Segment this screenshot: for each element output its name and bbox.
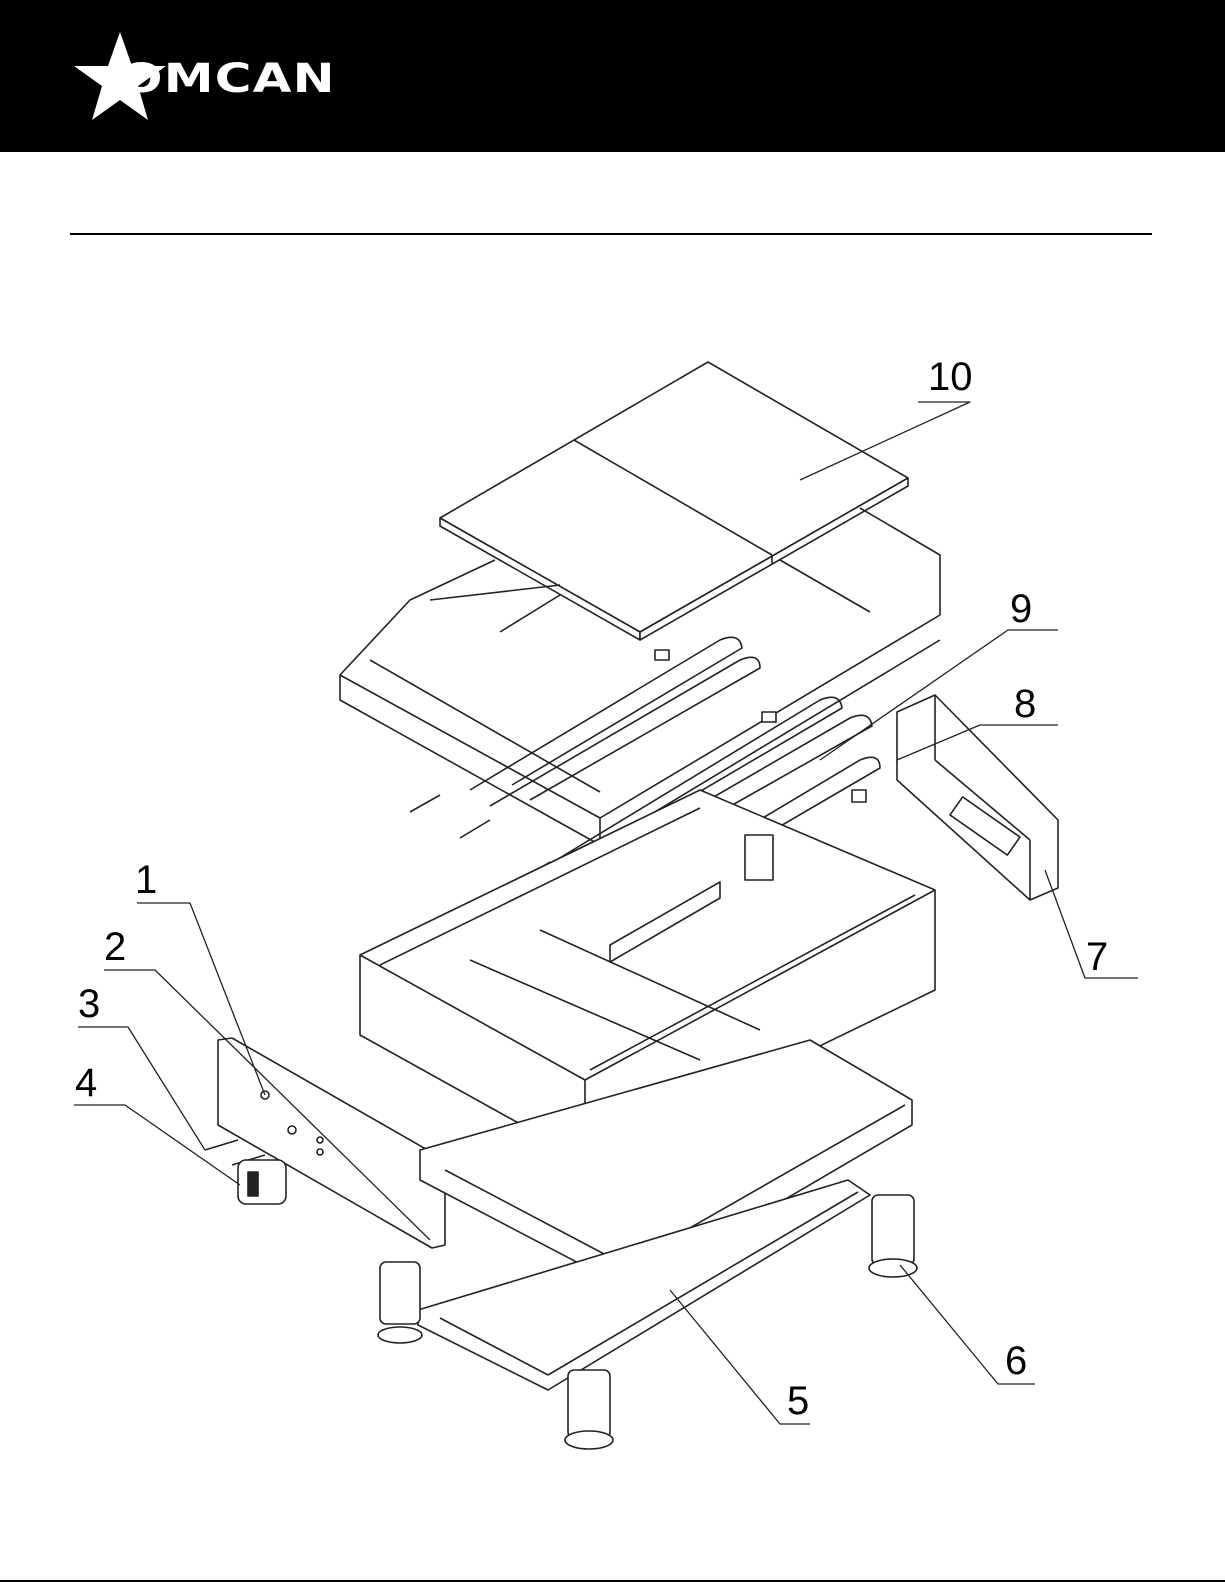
- callout-9: 9: [1010, 587, 1032, 631]
- callout-8: 8: [1014, 682, 1036, 726]
- callout-10: 10: [928, 355, 973, 399]
- callout-4: 4: [75, 1061, 97, 1105]
- callout-6: 6: [1005, 1339, 1027, 1383]
- foot-right: [869, 1195, 917, 1277]
- foot-left: [378, 1262, 422, 1343]
- callout-7: 7: [1086, 935, 1108, 979]
- leader-4: [74, 1105, 240, 1185]
- footer-rule: [0, 1580, 1225, 1582]
- callout-3: 3: [78, 982, 100, 1026]
- callout-1: 1: [135, 858, 157, 902]
- part-10-top-plate: [440, 362, 908, 640]
- callout-5: 5: [787, 1379, 809, 1423]
- foot-front: [565, 1370, 613, 1449]
- callout-2: 2: [104, 925, 126, 969]
